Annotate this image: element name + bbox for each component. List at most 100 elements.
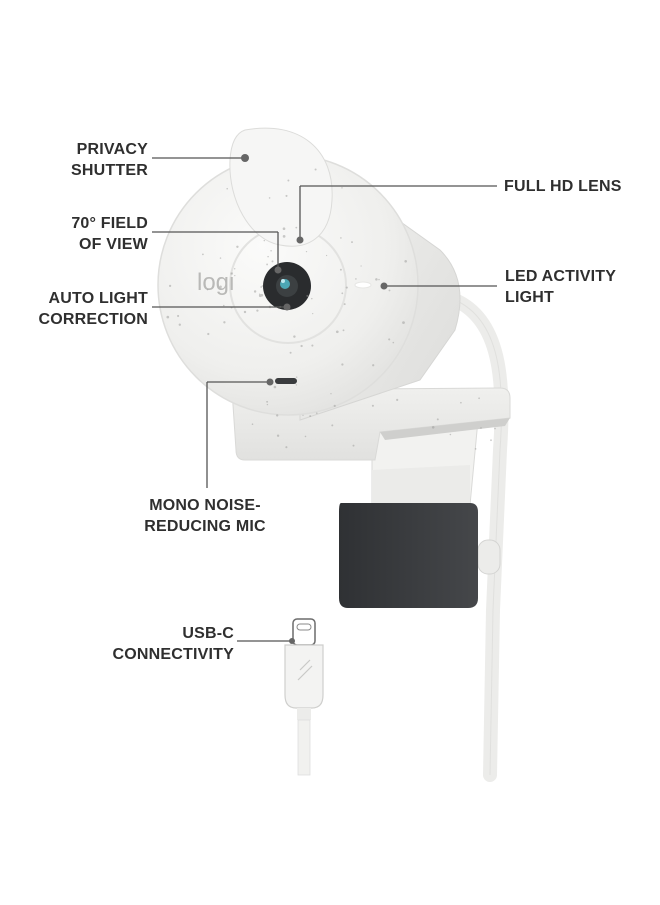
label-full-hd-lens: FULL HD LENS	[504, 176, 622, 197]
label-auto-light-correction: AUTO LIGHT CORRECTION	[10, 288, 148, 330]
speckle	[311, 344, 314, 347]
speckle	[302, 414, 304, 417]
label-usb-c: USB-C CONNECTIVITY	[86, 623, 234, 665]
speckle	[263, 239, 266, 242]
speckle	[222, 304, 225, 307]
speckle	[449, 433, 452, 436]
speckle	[431, 426, 435, 429]
label-line: 70° FIELD	[71, 215, 148, 232]
speckle	[273, 385, 277, 389]
speckle	[360, 265, 362, 267]
speckle	[261, 285, 264, 287]
speckle	[351, 241, 353, 244]
speckle	[293, 335, 296, 338]
speckle	[460, 401, 462, 404]
speckle	[480, 427, 482, 429]
speckle	[341, 292, 344, 295]
speckle	[378, 278, 380, 281]
speckle	[311, 297, 313, 300]
speckle	[330, 393, 332, 395]
label-field-of-view: 70° FIELD OF VIEW	[30, 213, 148, 255]
speckle	[315, 412, 318, 415]
speckle	[285, 194, 288, 197]
speckle	[260, 293, 264, 297]
speckle	[343, 303, 346, 306]
led-light	[354, 281, 372, 289]
leader-dots	[241, 154, 388, 644]
speckle	[402, 321, 405, 324]
speckle	[341, 187, 343, 189]
speckle	[309, 415, 312, 418]
speckle	[306, 294, 309, 297]
speckle	[372, 364, 375, 367]
speckle	[352, 444, 355, 447]
speckle	[251, 423, 254, 426]
speckle	[253, 290, 257, 293]
speckle	[260, 286, 263, 288]
speckle	[168, 284, 172, 288]
speckle	[177, 314, 180, 318]
speckle	[335, 330, 339, 334]
label-line: REDUCING MIC	[144, 518, 266, 535]
label-line: LED ACTIVITY	[505, 268, 617, 285]
label-mono-mic: MONO NOISE- REDUCING MIC	[130, 495, 280, 537]
speckle	[478, 397, 480, 400]
speckle	[295, 226, 298, 229]
speckle	[300, 344, 303, 348]
speckle	[276, 434, 280, 437]
label-line: SHUTTER	[71, 162, 148, 179]
speckle	[276, 414, 279, 417]
speckle	[375, 278, 378, 281]
label-line: OF VIEW	[79, 236, 148, 253]
leader-lines	[152, 157, 497, 642]
speckle	[266, 263, 269, 266]
speckle	[219, 257, 222, 259]
speckle	[226, 187, 228, 190]
speckle	[331, 424, 334, 427]
microphone-slot	[275, 378, 297, 384]
speckle	[355, 278, 357, 280]
speckle	[233, 268, 236, 270]
speckle	[206, 289, 209, 291]
speckle	[305, 250, 308, 253]
privacy-shutter	[229, 127, 333, 247]
speckle	[256, 309, 259, 312]
speckle	[166, 315, 170, 319]
speckle	[178, 323, 181, 326]
speckle	[388, 338, 391, 341]
label-privacy-shutter: PRIVACY SHUTTER	[40, 139, 148, 181]
speckle	[490, 439, 492, 442]
speckle	[295, 384, 298, 386]
label-line: AUTO LIGHT	[48, 290, 148, 307]
label-line: LIGHT	[505, 289, 554, 306]
speckle	[341, 363, 344, 366]
speckle	[289, 351, 292, 354]
speckle	[345, 286, 348, 289]
label-line: CORRECTION	[38, 311, 148, 328]
monitor-mount	[231, 387, 511, 608]
speckle	[207, 332, 210, 336]
speckle	[282, 235, 286, 238]
speckle	[314, 168, 317, 171]
speckle	[270, 250, 272, 252]
speckle	[325, 254, 328, 257]
speckle	[474, 448, 477, 450]
speckle	[219, 285, 222, 289]
speckle	[287, 179, 290, 182]
speckle	[436, 418, 439, 421]
speckle	[268, 197, 271, 199]
speckle	[342, 329, 345, 332]
speckle	[223, 321, 226, 324]
label-line: FULL HD LENS	[504, 178, 622, 195]
speckle	[266, 403, 269, 406]
mount-clip-pad	[339, 503, 478, 608]
label-led-activity-light: LED ACTIVITY LIGHT	[505, 266, 616, 308]
speckle	[304, 435, 307, 438]
speckle	[388, 289, 391, 292]
speckle	[267, 255, 269, 258]
speckle	[333, 404, 336, 408]
speckle	[371, 404, 374, 407]
speckle	[234, 274, 236, 277]
